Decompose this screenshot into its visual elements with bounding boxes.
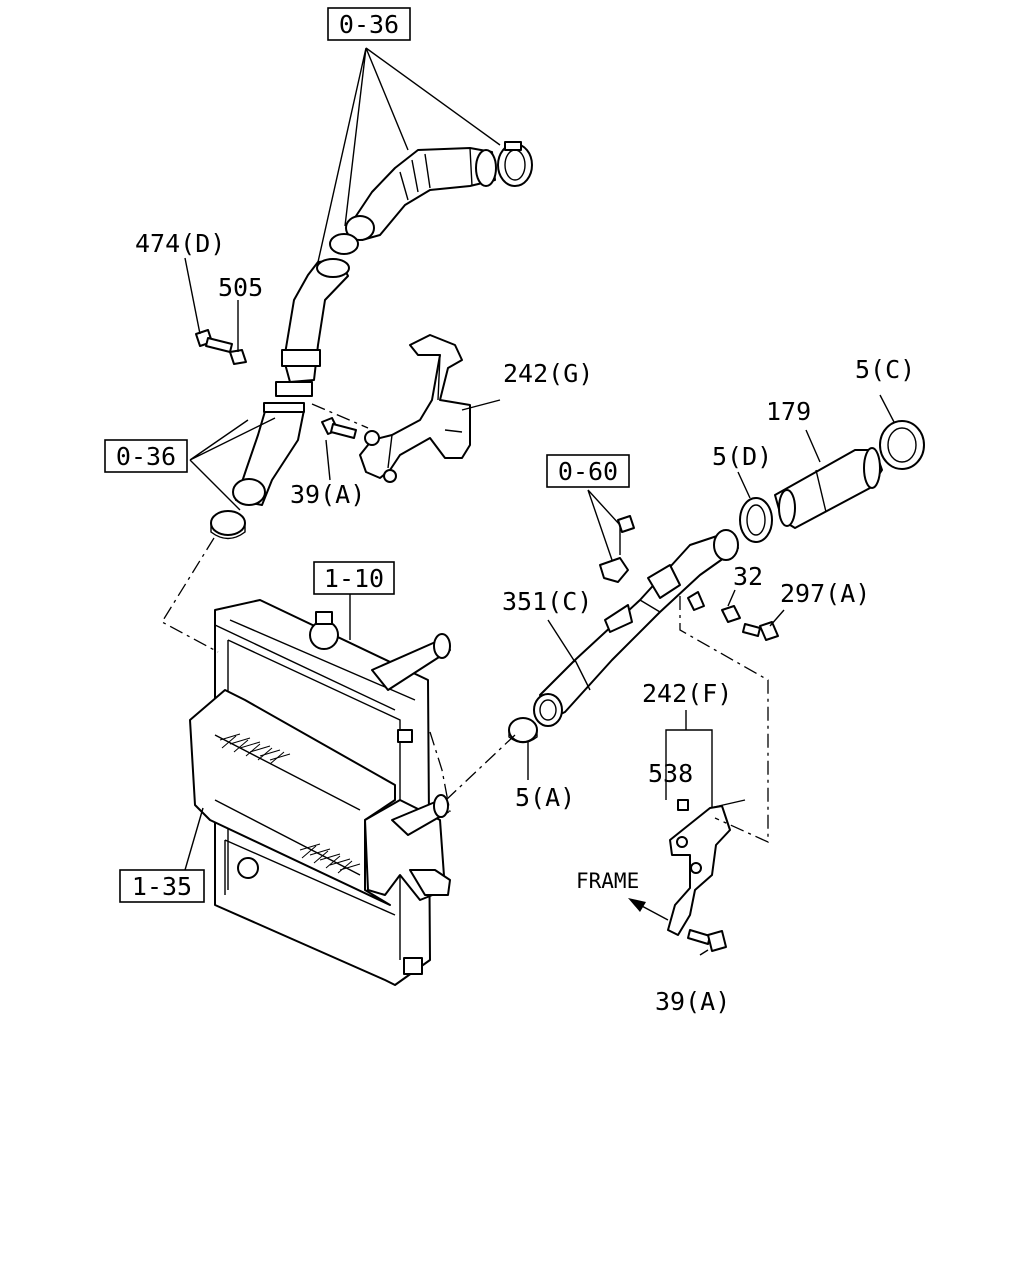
bolt-39a-lower <box>687 929 727 952</box>
svg-text:0-60: 0-60 <box>558 457 618 486</box>
flow-lines <box>161 403 769 844</box>
callout-474d: 474(D) <box>135 229 225 258</box>
hose-clamp-top-right <box>497 141 533 187</box>
svg-text:1-10: 1-10 <box>324 564 384 593</box>
callout-538: 538 <box>648 759 693 788</box>
bracket-242f <box>667 799 746 936</box>
callout-351c: 351(C) <box>502 587 592 616</box>
svg-text:1-35: 1-35 <box>132 872 192 901</box>
hose-clamp-5d <box>739 497 773 543</box>
ref-box-left: 0-36 <box>104 439 188 473</box>
callout-505: 505 <box>218 273 263 302</box>
ref-box-radiator: 1-10 <box>313 561 395 595</box>
ref-box-mid: 0-60 <box>546 454 630 488</box>
nut-32 <box>721 605 741 623</box>
callout-5a: 5(A) <box>515 783 575 812</box>
hose-clamp-top-left <box>329 233 359 255</box>
upper-pipe <box>232 258 350 506</box>
callout-179: 179 <box>766 397 811 426</box>
hose-clamp-left <box>210 510 246 540</box>
clip-538 <box>677 799 689 811</box>
hose-179 <box>774 447 883 529</box>
nut-505 <box>229 349 247 365</box>
clip-0-60 <box>599 515 635 583</box>
callout-39a-lower: 39(A) <box>655 987 730 1016</box>
callout-5d: 5(D) <box>712 442 772 471</box>
callout-32: 32 <box>733 562 763 591</box>
callout-frame: FRAME <box>576 869 639 893</box>
callout-297a: 297(A) <box>780 579 870 608</box>
svg-text:0-36: 0-36 <box>339 10 399 39</box>
callout-5c: 5(C) <box>855 355 915 384</box>
callout-39a-upper: 39(A) <box>290 480 365 509</box>
callout-242f: 242(F) <box>642 679 732 708</box>
hose-clamp-5c <box>879 420 925 470</box>
pipe-351c <box>533 529 739 727</box>
bolt-297a <box>742 621 779 641</box>
intercooler <box>189 689 451 916</box>
callout-242g: 242(G) <box>503 359 593 388</box>
bolt-39a-upper <box>321 417 357 439</box>
bolt-474d <box>195 329 233 353</box>
bracket-242g <box>359 334 471 483</box>
svg-text:0-36: 0-36 <box>116 442 176 471</box>
hose-clamp-5a <box>508 717 538 744</box>
ref-box-top: 0-36 <box>327 7 411 41</box>
frame-arrow <box>628 898 669 921</box>
ref-box-intercooler: 1-35 <box>119 869 205 903</box>
upper-intercooler-hose <box>345 147 497 241</box>
leader-lines <box>184 47 895 956</box>
